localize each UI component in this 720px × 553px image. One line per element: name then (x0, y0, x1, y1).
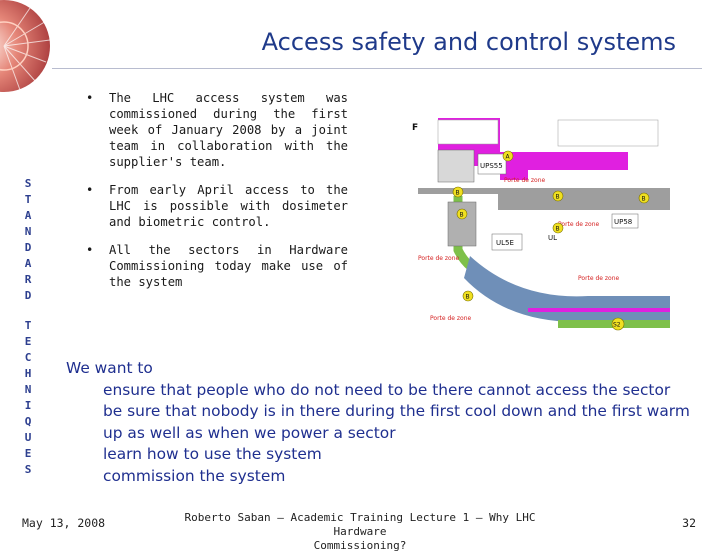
shaft-block (447, 201, 477, 247)
svg-text:B: B (556, 194, 560, 201)
door-label: Porte de zone (504, 177, 546, 184)
goal-item: commission the system (103, 466, 286, 485)
footer-presenter: Roberto Saban – Academic Training Lectur… (160, 511, 560, 553)
goals-block: We want to ensure that people who do not… (66, 358, 696, 488)
gray-tunnel (418, 188, 670, 210)
vertical-letter: D (24, 241, 32, 254)
svg-text:B: B (456, 190, 460, 197)
bullet-list: The LHC access system was commissioned d… (82, 90, 348, 302)
zone-label-ul: UL (548, 234, 557, 242)
door-label: Porte de zone (418, 255, 460, 262)
marker: B (552, 222, 564, 234)
bullet-item: The LHC access system was commissioned d… (82, 90, 348, 170)
title-divider (52, 68, 702, 69)
footer-line: Roberto Saban – Academic Training Lectur… (184, 511, 536, 538)
svg-text:S2: S2 (613, 322, 621, 329)
marker: B (638, 192, 650, 204)
svg-text:B: B (466, 294, 470, 301)
vertical-letter: I (24, 399, 32, 412)
door-label: Porte de zone (430, 315, 472, 322)
goal-item: ensure that people who do not need to be… (103, 380, 671, 399)
marker: S2 (611, 317, 625, 331)
svg-text:B: B (642, 196, 646, 203)
zone-label-usc: UPS55 (480, 162, 503, 170)
vertical-letter: N (24, 383, 32, 396)
zone-label-uls: UL5E (496, 239, 514, 247)
vertical-letter: R (24, 273, 32, 286)
diagram-letter: F (412, 123, 418, 133)
diagram-label-box (557, 119, 659, 147)
svg-text:A: A (506, 154, 511, 161)
vertical-letter: Q (24, 415, 32, 428)
page-number: 32 (682, 516, 696, 530)
vertical-label-techniques: T E C H N I Q U E S (21, 318, 35, 478)
goal-item: learn how to use the system (103, 445, 322, 464)
zone-box-usr (611, 213, 639, 229)
bullet-item: From early April access to the LHC is po… (82, 182, 348, 230)
diagram-label-box (437, 119, 499, 145)
vertical-letter: E (24, 335, 32, 348)
marker: B (456, 208, 468, 220)
svg-text:B: B (460, 212, 464, 219)
marker: B (452, 186, 464, 198)
access-zone-diagram: F UPS55 UL5E UL UP58 Porte de zone Porte… (408, 110, 670, 342)
door-label: Porte de zone (558, 221, 600, 228)
vertical-letter: S (24, 177, 32, 190)
vertical-letter: C (24, 351, 32, 364)
vertical-letter: D (24, 289, 32, 302)
zone-box-uls (491, 233, 523, 251)
svg-text:B: B (556, 226, 560, 233)
vertical-letter: T (24, 193, 32, 206)
footer-line: Commissioning? (313, 539, 407, 552)
bullet-item: All the sectors in Hardware Commissionin… (82, 242, 348, 290)
page-title: Access safety and control systems (261, 28, 676, 56)
vertical-letter: E (24, 447, 32, 460)
vertical-letter: T (24, 319, 32, 332)
goals-lead: We want to (66, 359, 153, 377)
cern-logo-graphic (0, 0, 51, 92)
vertical-letter: A (24, 257, 32, 270)
vertical-letter: S (24, 463, 32, 476)
footer-date: May 13, 2008 (22, 516, 106, 530)
vertical-letter: N (24, 225, 32, 238)
curved-tunnel (464, 256, 670, 323)
cavern-block (437, 149, 475, 183)
marker: A (502, 150, 514, 162)
marker: B (552, 190, 564, 202)
door-label: Porte de zone (578, 275, 620, 282)
vertical-letter: H (24, 367, 32, 380)
goal-item: be sure that nobody is in there during t… (103, 402, 690, 442)
zone-label-usr: UP58 (614, 218, 632, 226)
vertical-letter: U (24, 431, 32, 444)
marker: B (462, 290, 474, 302)
vertical-label-standard: S T A N D A R D (21, 176, 35, 304)
zone-box-usc (477, 153, 507, 175)
vertical-letter: A (24, 209, 32, 222)
